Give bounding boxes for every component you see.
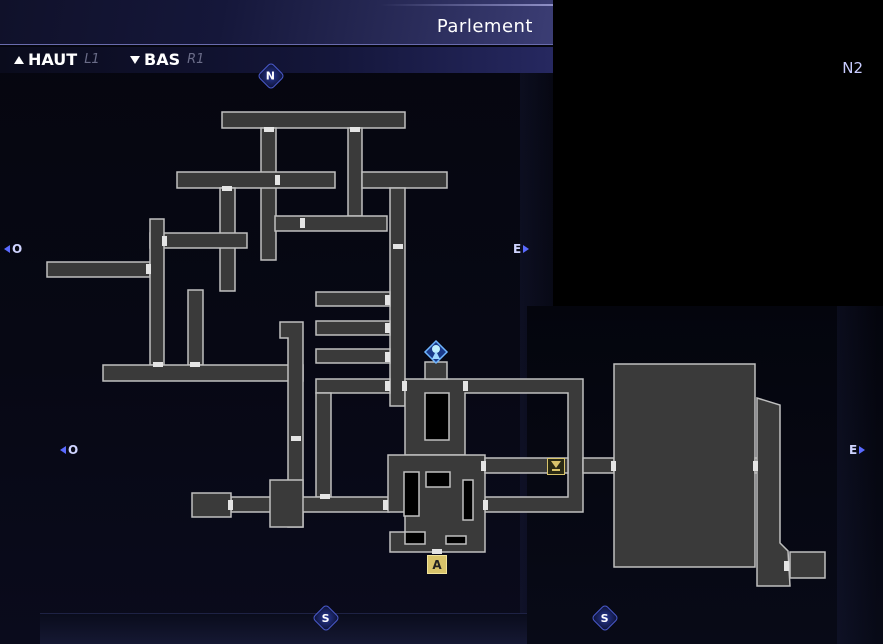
compass-east-lower: E (849, 443, 866, 457)
player-position-icon (423, 339, 449, 365)
location-title: Parlement (436, 16, 533, 37)
arrow-right-icon (859, 446, 866, 454)
arrow-left-icon (4, 245, 10, 253)
arrow-up-icon (14, 55, 24, 64)
map-rooms (46, 111, 826, 587)
panel-floor (40, 613, 553, 644)
save-point-icon (547, 458, 565, 475)
floor-up-label: HAUT (28, 50, 78, 69)
exit-marker-a: A (427, 555, 447, 574)
compass-east-upper: E (513, 242, 530, 256)
compass-west-upper: O (4, 242, 22, 256)
floor-label: N2 (842, 59, 863, 77)
title-bar: Parlement (0, 0, 553, 45)
map-doors (146, 127, 789, 571)
map-panel-right (527, 306, 883, 644)
floor-up-control[interactable]: HAUT L1 (14, 50, 100, 69)
arrow-left-icon (60, 446, 66, 454)
compass-west-lower: O (60, 443, 78, 457)
panel-glow-right (837, 306, 877, 644)
l1-button-hint: L1 (84, 52, 100, 67)
arrow-right-icon (523, 245, 530, 253)
floor-down-label: BAS (144, 50, 181, 69)
floor-down-control[interactable]: BAS R1 (130, 50, 204, 69)
r1-button-hint: R1 (187, 52, 205, 67)
arrow-down-icon (130, 55, 140, 64)
